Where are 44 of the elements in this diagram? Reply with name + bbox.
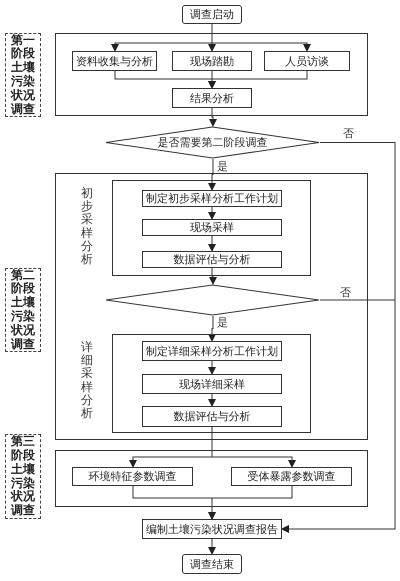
decision-diamond [105,284,320,316]
stage-frame [55,33,368,116]
stage-frame [55,173,368,440]
stage-label: 第三阶段土壤污染状况调查 [5,434,41,519]
edge-label: 否 [340,287,351,298]
arrow [208,360,216,375]
arrow [208,394,216,407]
process-box: 资料收集与分析 [72,51,157,71]
stage-label: 第二阶段土壤污染状况调查 [5,268,41,352]
decision-text: 是否需要第二阶段调查 [158,137,268,148]
edge-label: 是 [217,317,228,328]
edge-label: 是 [217,161,228,172]
process-box: 制定详细采样分析工作计划 [142,341,282,361]
stage-label: 第一阶段土壤污染状况调查 [5,33,41,117]
arrow [208,158,216,191]
arrow [212,24,311,52]
arrow [208,538,216,555]
arrow [209,108,217,127]
process-box: 数据评估与分析 [142,251,282,268]
process-box: 现场详细采样 [142,374,282,394]
terminal-box: 调查结束 [182,554,242,574]
edge-label: 否 [343,128,354,139]
stage-frame [55,450,368,507]
process-box: 环境特征参数调查 [72,467,193,486]
process-box: 现场采样 [142,219,282,236]
vertical-heading: 详细采样分析 [81,341,93,420]
arrow [212,426,296,468]
process-box: 结果分析 [172,88,252,108]
arrow [208,206,216,220]
arrow [281,300,396,533]
arrow [209,268,217,285]
arrow [208,316,216,342]
terminal-box: 调查启动 [182,5,242,24]
process-box: 数据评估与分析 [142,406,282,427]
process-box: 现场踏勘 [172,51,252,71]
process-box: 编制土壤污染状况调查报告 [142,519,282,539]
process-box: 制定初步采样分析工作计划 [142,190,282,207]
vertical-heading: 初步采样分析 [81,187,93,266]
process-box: 人员访谈 [264,51,350,71]
arrow [208,486,292,520]
process-box: 受体暴露参数调查 [231,467,352,486]
arrow [208,236,216,252]
arrow [208,70,308,89]
decision-diamond [105,126,320,159]
